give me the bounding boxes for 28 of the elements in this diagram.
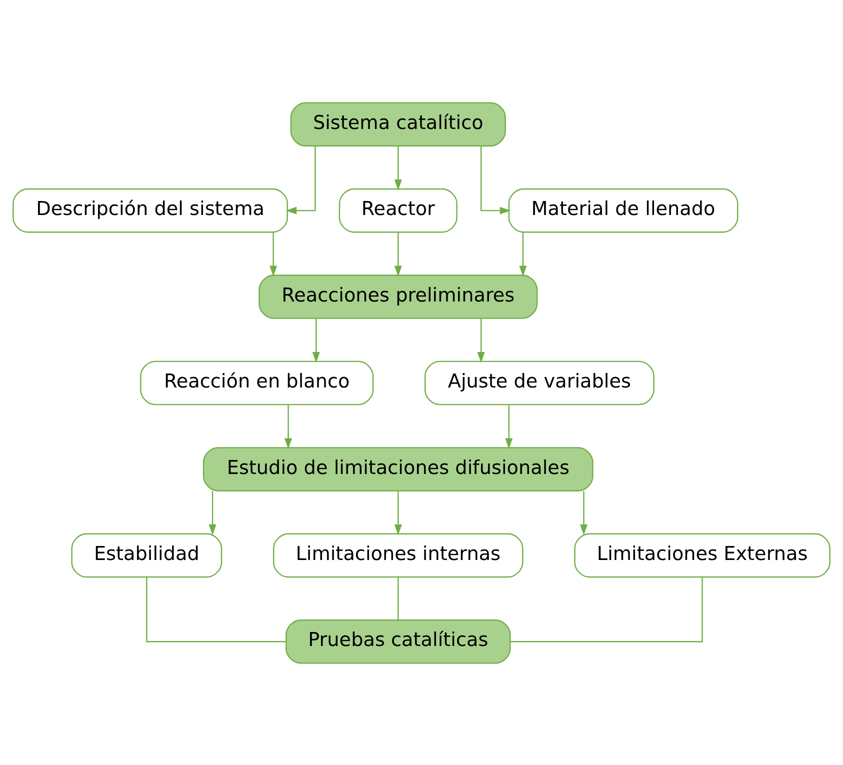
arrow xyxy=(394,146,402,190)
connector xyxy=(510,576,703,642)
node-box: Pruebas catalíticas xyxy=(286,619,511,664)
arrow xyxy=(286,146,316,214)
node-box: Sistema catalítico xyxy=(290,102,506,146)
node-box: Limitaciones Externas xyxy=(574,532,830,578)
arrow xyxy=(477,318,485,362)
arrow xyxy=(270,232,278,276)
arrow xyxy=(284,404,292,448)
connector xyxy=(398,576,399,620)
arrow xyxy=(505,404,513,448)
arrow xyxy=(312,318,320,362)
arrow xyxy=(394,490,402,535)
arrow xyxy=(208,490,216,535)
arrow xyxy=(480,146,511,214)
node-box: Limitaciones internas xyxy=(273,532,524,578)
arrow xyxy=(394,232,402,276)
node-box: Material de llenado xyxy=(508,188,738,232)
arrow xyxy=(519,232,527,276)
node-box: Ajuste de variables xyxy=(424,360,654,405)
arrow xyxy=(580,490,588,535)
node-box: Estudio de limitaciones difusionales xyxy=(202,446,594,491)
node-box: Reacciones preliminares xyxy=(258,274,538,318)
node-box: Reacción en blanco xyxy=(140,360,374,405)
node-box: Estabilidad xyxy=(71,532,222,578)
connector xyxy=(146,576,286,642)
node-box: Descripción del sistema xyxy=(12,188,288,232)
node-box: Reactor xyxy=(338,188,458,232)
